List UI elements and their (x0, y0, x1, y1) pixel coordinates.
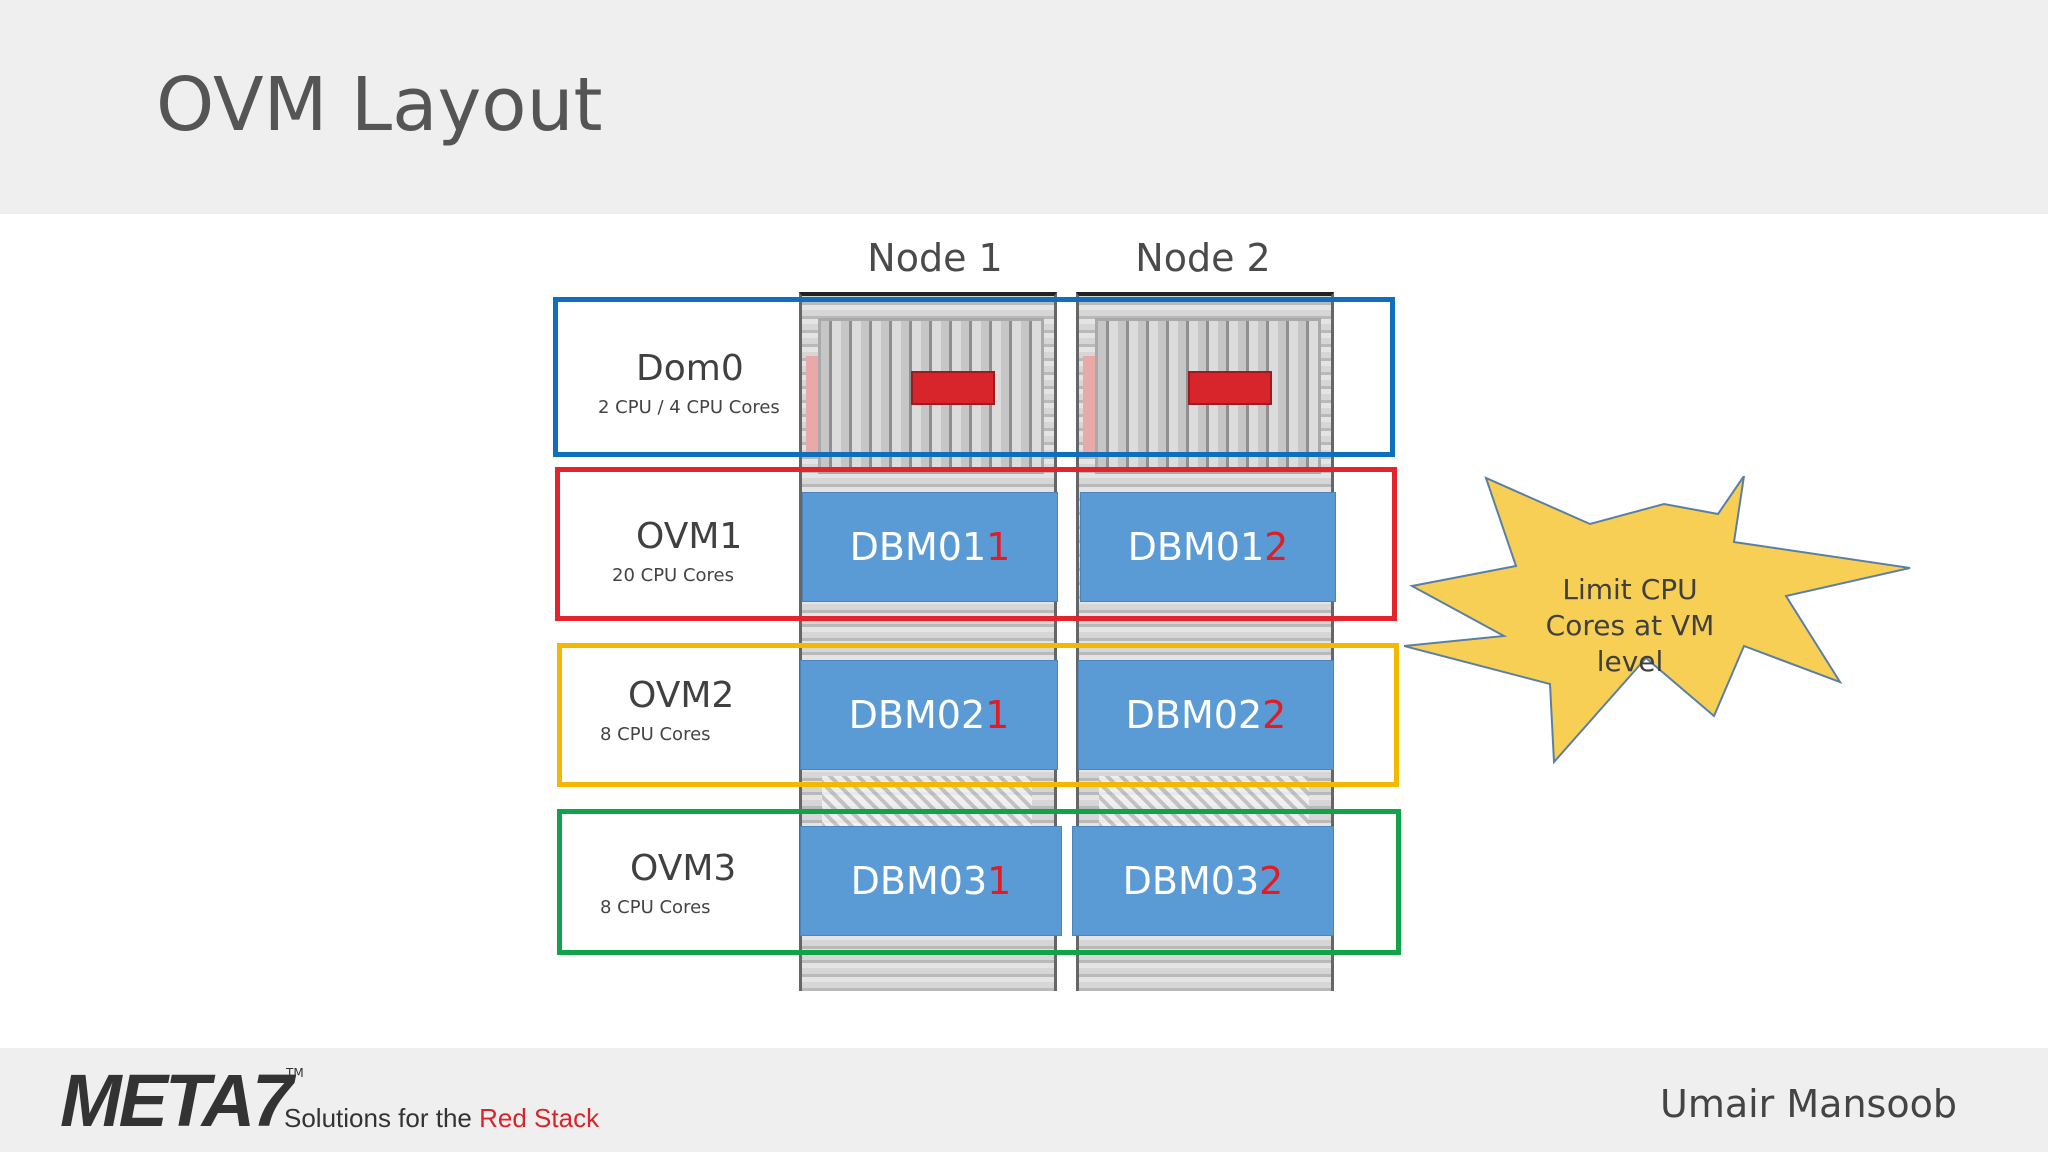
server-badge (911, 371, 995, 405)
node-1-label: Node 1 (867, 236, 1003, 280)
meta7-logo: META7 (60, 1059, 293, 1142)
ovm3-label: OVM3 8 CPU Cores (600, 848, 736, 918)
presenter-name: Umair Mansoob (1660, 1082, 1957, 1126)
dbm-label-prefix: DBM03 (850, 859, 988, 903)
callout-line-1: Limit CPU (1562, 573, 1698, 606)
dbm-label-prefix: DBM01 (1127, 525, 1265, 569)
callout-text: Limit CPU Cores at VM level (1520, 572, 1740, 680)
dbm-label-node-number: 1 (985, 693, 1010, 737)
callout-line-3: level (1596, 645, 1664, 678)
dbm-label-node-number: 1 (987, 859, 1012, 903)
server-chassis-top (1095, 318, 1321, 474)
vm-cpu-detail: 2 CPU / 4 CPU Cores (598, 397, 780, 418)
vm-name: Dom0 (636, 348, 744, 389)
footer-tagline: Solutions for the Red Stack (284, 1103, 599, 1134)
vm-cpu-detail: 20 CPU Cores (612, 565, 734, 586)
dbm-label-prefix: DBM02 (848, 693, 986, 737)
dbm-label-prefix: DBM01 (849, 525, 987, 569)
header-band (0, 0, 2048, 214)
dbm-label-node-number: 2 (1262, 693, 1287, 737)
dbm-label-prefix: DBM03 (1122, 859, 1260, 903)
node-2-label: Node 2 (1135, 236, 1271, 280)
ovm1-label: OVM1 20 CPU Cores (612, 516, 742, 586)
vm-cpu-detail: 8 CPU Cores (600, 724, 711, 745)
vm-name: OVM3 (630, 848, 737, 889)
callout-line-2: Cores at VM (1545, 609, 1715, 642)
starburst-callout-shape (1404, 476, 1911, 765)
server-badge (1188, 371, 1272, 405)
footer-band (0, 1048, 2048, 1152)
tagline-prefix: Solutions for the (284, 1103, 480, 1133)
dbm-label-prefix: DBM02 (1125, 693, 1263, 737)
server-chassis-top (818, 318, 1044, 474)
server-side-tag (806, 356, 818, 456)
logo-trademark: TM (286, 1066, 304, 1080)
dbm-label-node-number: 2 (1264, 525, 1289, 569)
vm-name: OVM1 (636, 516, 743, 557)
starburst-polygon (1404, 476, 1911, 765)
tagline-highlight: Red Stack (479, 1103, 600, 1133)
ovm2-label: OVM2 8 CPU Cores (600, 675, 734, 745)
dom0-label: Dom0 2 CPU / 4 CPU Cores (598, 348, 780, 418)
server-side-tag (1083, 356, 1095, 456)
page-title: OVM Layout (156, 62, 603, 148)
vm-cpu-detail: 8 CPU Cores (600, 897, 711, 918)
dbm-label-node-number: 2 (1259, 859, 1284, 903)
vm-name: OVM2 (628, 675, 735, 716)
dbm-label-node-number: 1 (986, 525, 1011, 569)
